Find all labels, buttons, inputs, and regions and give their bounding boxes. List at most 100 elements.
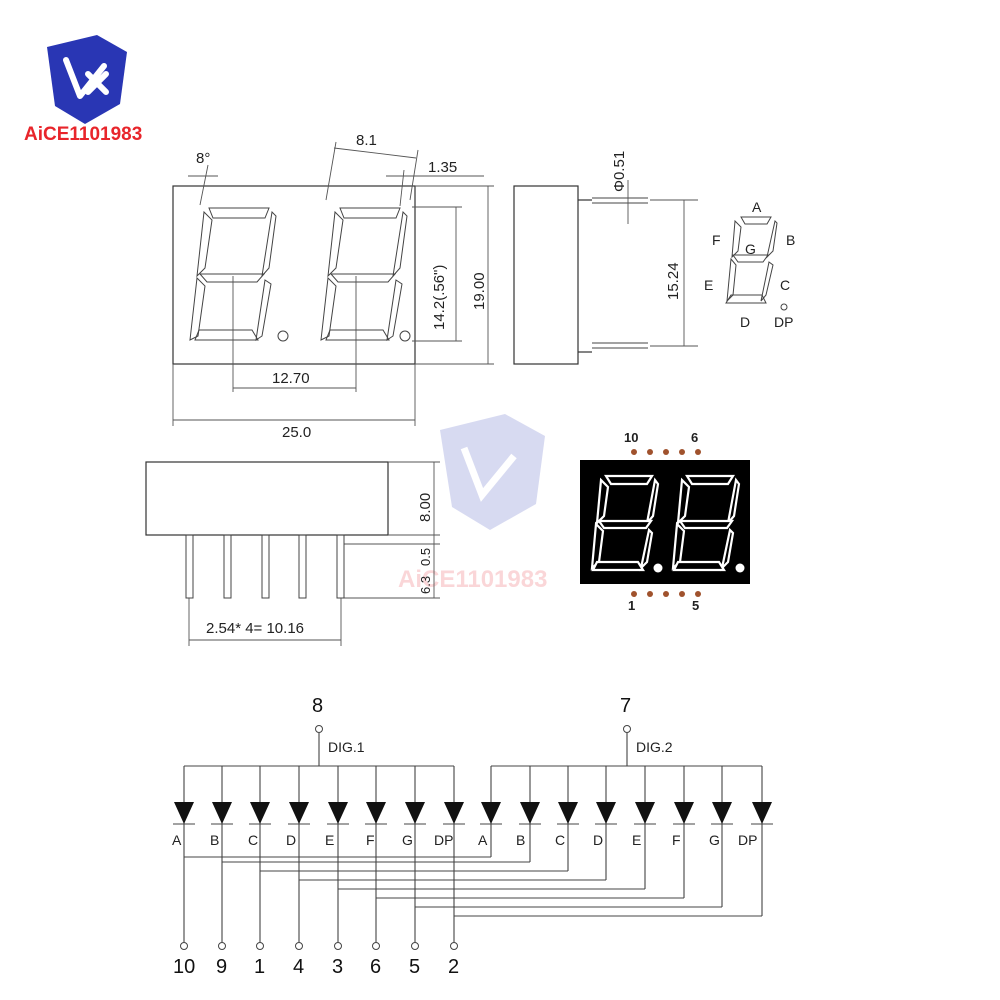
cross-wiring [184,856,762,917]
photo-pin-6: 6 [691,430,698,445]
seg-pin-D: 4 [293,956,304,978]
dig1-label-D: D [286,832,296,848]
watermark: AiCE1101983 [398,414,547,593]
front-body [172,185,416,365]
dim-digit-height: 14.2(.56") [431,265,448,330]
photo-dp-2 [735,563,745,573]
side-body [513,185,579,365]
dim-angle: 8° [196,150,210,167]
schematic: 8 DIG.1 7 DIG.2 [172,695,773,978]
pin-4 [298,534,307,599]
dig2-label-C: C [555,832,565,848]
dig1-label-B: B [210,832,219,848]
display-photo: 10 6 [580,430,750,613]
pin-2 [223,534,232,599]
watermark-text: AiCE1101983 [398,566,547,593]
dig1-label-F: F [366,832,375,848]
brand-text: AiCE1101983 [24,124,142,145]
brand-logo: AiCE1101983 [24,35,142,145]
watermark-badge-icon [440,414,545,530]
seg-pin-C: 1 [254,956,265,978]
diode-dig1-DP [443,766,465,942]
dim-seg-thickness: 1.35 [428,159,457,176]
diode-dig2-DP [751,766,773,916]
dig1-pin-number: 8 [312,695,323,717]
brand-mark-icon [63,57,109,99]
diode-dig2-F [673,766,695,898]
segment-legend: A B C D E F G DP [704,199,795,330]
dig2-label-B: B [516,832,525,848]
dig1-label-G: G [402,832,413,848]
legend-F: F [712,232,721,248]
dig2-diode-labels: A B C D E F G DP [478,832,757,848]
dim-width: 25.0 [282,424,311,441]
dim-seg-width: 8.1 [356,132,377,149]
legend-E: E [704,277,713,293]
seg-pin-DP: 2 [448,956,459,978]
diode-dig2-B [519,766,541,862]
seg-pin-G: 5 [409,956,420,978]
seg-pin-E: 3 [332,956,343,978]
dim-pin-offset: 0.5 [418,548,433,566]
diode-dig2-C [557,766,579,871]
pin-3 [261,534,270,599]
dig2-label: DIG.2 [636,739,673,755]
front-view: 8° 8.1 1.35 14.2(.56") 19.00 12.70 25.0 [172,132,494,441]
diode-dig1-A [173,766,195,942]
pin-5 [336,534,345,599]
dim-pin-span: 2.54* 4= 10.16 [206,620,304,637]
dig1-label-C: C [248,832,258,848]
seg-pin-A: 10 [173,956,195,978]
diode-dig1-B [211,766,233,942]
diode-dig1-E [327,766,349,942]
segment-pin-numbers: 10 9 1 4 3 6 5 2 [173,956,459,978]
legend-DP: DP [774,314,793,330]
dig2-pin-number: 7 [620,695,631,717]
dim-pin-length: 6.3 [418,576,433,594]
dim-height: 19.00 [471,272,488,310]
dig1-label: DIG.1 [328,739,365,755]
dig2-label-E: E [632,832,641,848]
bottom-view: 8.00 6.3 0.5 2.54* 4= 10.16 [145,461,440,646]
diode-dig1-C [249,766,271,942]
seg-pin-F: 6 [370,956,381,978]
photo-dp-1 [653,563,663,573]
dig1-diode-labels: A B C D E F G DP [172,832,453,848]
dim-body-height: 8.00 [417,493,434,522]
dig2-diodes [480,766,773,916]
photo-pin-5: 5 [692,598,699,613]
dig2-label-A: A [478,832,488,848]
dig2-label-D: D [593,832,603,848]
diode-dig1-G [404,766,426,942]
legend-D: D [740,314,750,330]
dig1-label-E: E [325,832,334,848]
legend-A: A [752,199,762,215]
dim-pin-diameter: Φ0.51 [611,151,628,192]
dig2-label-DP: DP [738,832,757,848]
diode-dig2-A [480,766,502,857]
front-digit-2 [320,207,411,342]
legend-B: B [786,232,795,248]
dig1-label-DP: DP [434,832,453,848]
diode-dig2-G [711,766,733,907]
dig1-diodes [173,766,465,942]
diode-dig1-D [288,766,310,942]
front-digit-1 [189,207,289,342]
diode-dig2-D [595,766,617,880]
brand-badge-icon [47,35,127,124]
diode-dig2-E [634,766,656,889]
dig1-label-A: A [172,832,182,848]
photo-pin-10: 10 [624,430,638,445]
bottom-body [145,461,389,536]
legend-G: G [745,241,756,257]
dig2-label-G: G [709,832,720,848]
dim-digit-pitch: 12.70 [272,370,310,387]
seg-pin-B: 9 [216,956,227,978]
dim-pin-spacing: 15.24 [665,262,682,300]
dig2-label-F: F [672,832,681,848]
photo-pin-1: 1 [628,598,635,613]
pin-1 [185,534,194,599]
diode-dig1-F [365,766,387,942]
